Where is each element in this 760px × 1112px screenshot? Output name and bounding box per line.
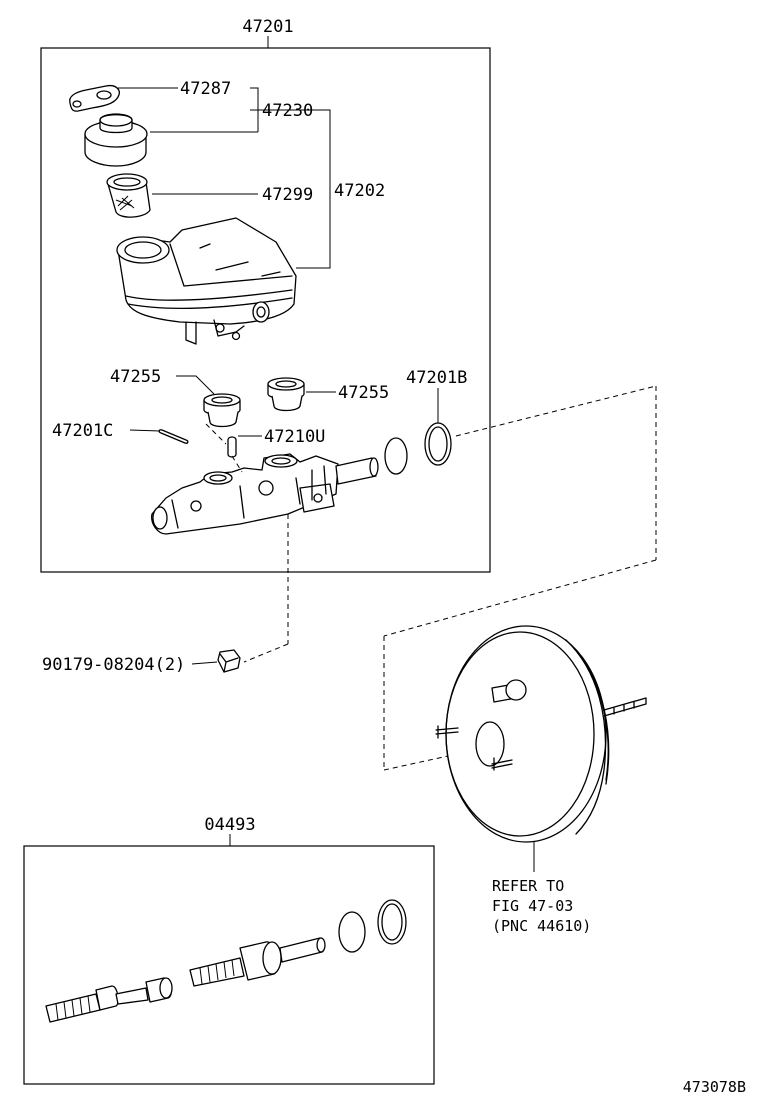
reservoir-strainer [106, 173, 151, 218]
o-ring-thick [424, 422, 452, 466]
reservoir-tank [116, 217, 297, 345]
kit-o-ring-thick [377, 899, 407, 945]
grommet-right [267, 377, 305, 412]
pin-straight [158, 429, 189, 444]
label-47255-right: 47255 [338, 383, 389, 403]
brake-booster [435, 625, 647, 843]
label-47287: 47287 [180, 79, 231, 99]
refer-note-line3: (PNC 44610) [492, 917, 591, 935]
figure-code: 473078B [683, 1078, 746, 1096]
label-90179-08204: 90179-08204(2) [42, 655, 185, 675]
o-ring-thin [384, 437, 408, 475]
kit-o-ring-thin [338, 911, 366, 953]
label-04493: 04493 [204, 815, 255, 835]
secondary-piston [189, 937, 326, 987]
label-47202: 47202 [334, 181, 385, 201]
primary-piston [45, 977, 173, 1023]
label-47255-left: 47255 [110, 367, 161, 387]
grommet-left [203, 393, 241, 428]
label-47210u: 47210U [264, 427, 325, 447]
nut [217, 649, 241, 673]
label-47299: 47299 [262, 185, 313, 205]
label-47201c: 47201C [52, 421, 113, 441]
reservoir-gasket [69, 84, 120, 112]
label-47201b: 47201B [406, 368, 467, 388]
reservoir-pin [227, 436, 237, 458]
refer-note-line2: FIG 47-03 [492, 897, 573, 915]
label-47201: 47201 [242, 17, 293, 37]
master-cylinder-body [151, 453, 379, 535]
cylinder-kit-frame [23, 845, 435, 1085]
label-47230: 47230 [262, 101, 313, 121]
master-cylinder-frame [40, 47, 491, 573]
refer-note-line1: REFER TO [492, 877, 564, 895]
reservoir-cap [84, 113, 148, 167]
